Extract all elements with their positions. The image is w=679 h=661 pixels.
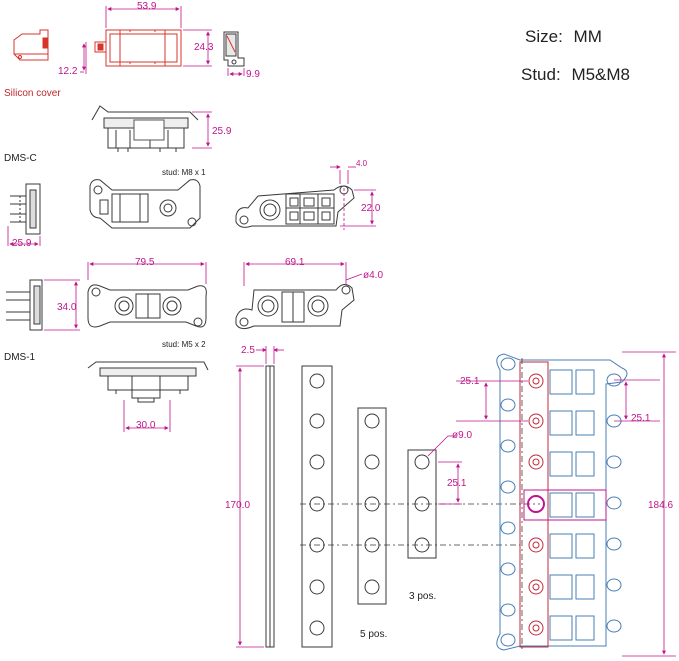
- dim-phi-4-0: ø4.0: [363, 270, 384, 281]
- stud-value: M5&M8: [571, 65, 631, 84]
- dim-9-9: 9.9: [246, 69, 260, 80]
- five-pos-label: 5 pos.: [360, 629, 388, 640]
- dms-1-top-view: [87, 284, 207, 328]
- dim-25-9-top: 25.9: [212, 126, 232, 137]
- silicon-cover-top-view: [94, 29, 182, 67]
- dim-4-0: 4.0: [356, 159, 368, 168]
- busbar-5-pos: [357, 407, 387, 605]
- dms-c-top-view: [89, 179, 201, 229]
- stud-m5-label: stud: M5 x 2: [162, 340, 206, 349]
- stud-label-text: Stud:: [521, 65, 561, 84]
- dms-c-side-view: [10, 183, 41, 235]
- busbar-side-view: [265, 365, 275, 648]
- silicon-cover-end-view: [223, 31, 245, 67]
- dim-30-0: 30.0: [136, 420, 156, 431]
- size-value: MM: [573, 27, 602, 46]
- dim-170-0: 170.0: [225, 500, 251, 511]
- three-pos-label: 3 pos.: [409, 591, 437, 602]
- busbar-assembly: [496, 353, 628, 651]
- dim-34-0: 34.0: [57, 302, 77, 313]
- dim-24-3: 24.3: [194, 42, 214, 53]
- dms-c-label: DMS-C: [4, 153, 37, 164]
- busbar-7-pos: [301, 365, 333, 648]
- dim-184-6: 184.6: [648, 500, 674, 511]
- dim-25-1-left: 25.1: [460, 376, 480, 387]
- dim-phi-9-0: ø9.0: [452, 430, 473, 441]
- dim-25-1-right: 25.1: [631, 413, 651, 424]
- stud-label: Stud: M5&M8: [521, 65, 630, 85]
- dim-2-5: 2.5: [241, 345, 255, 356]
- silicon-cover-side-view: [13, 29, 49, 61]
- size-label-text: Size:: [525, 27, 563, 46]
- dms-1-side-view: [6, 279, 43, 331]
- dms-1-bottom-view: [235, 284, 355, 330]
- dms-1-front-view: [87, 361, 209, 403]
- stud-m8-label: stud: M8 x 1: [162, 168, 206, 177]
- dms-c-bottom-view: [235, 185, 355, 228]
- dms-c-front-view-with-cover: [91, 105, 199, 152]
- dms-1-label: DMS-1: [4, 352, 36, 363]
- dim-12-2: 12.2: [58, 66, 78, 77]
- silicon-cover-label: Silicon cover: [4, 88, 61, 99]
- dim-53-9: 53.9: [137, 1, 157, 12]
- size-label: Size: MM: [525, 27, 602, 47]
